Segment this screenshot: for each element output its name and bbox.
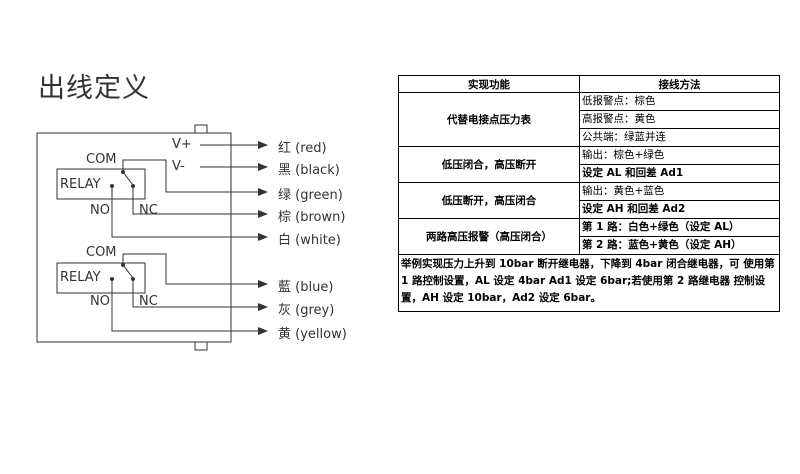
vminus-label: V- [172,159,185,174]
wire-label-green: 绿 (green) [278,188,343,203]
row-function: 低压断开，高压闭合 [398,182,580,219]
header-function: 实现功能 [398,75,580,93]
table-note: 举例实现压力上升到 10bar 断开继电器，下降到 4bar 闭合继电器，可 使… [398,254,780,312]
wire-label-white: 白 (white) [278,233,341,248]
wire-label-brown: 棕 (brown) [278,210,346,225]
relay2-relay-label: RELAY [60,270,101,285]
table-row: 低压闭合，高压断开 输出：棕色+绿色 [398,146,780,183]
row-method: 设定 AH 和回差 Ad2 [579,200,780,219]
table-row: 代替电接点压力表 低报警点：棕色 [398,92,780,147]
relay2-no-label: NO [90,294,110,309]
row-method: 第 2 路：蓝色+黄色（设定 AH） [579,236,780,255]
housing-tab-top [194,124,208,134]
wire-label-grey: 灰 (grey) [278,303,335,318]
table-header-row: 实现功能 接线方法 [398,75,780,93]
diagram-title: 出线定义 [38,73,150,104]
relay1-no-label: NO [90,203,110,218]
vplus-label: V+ [172,137,192,152]
row-method: 第 1 路：白色+绿色（设定 AL） [579,218,780,237]
row-method: 公共端：绿蓝并连 [579,128,780,147]
wiring-function-table: 实现功能 接线方法 代替电接点压力表 低报警点：棕色 高报警点：黄色 公共端：绿… [398,75,780,312]
row-method: 设定 AL 和回差 Ad1 [579,164,780,183]
relay1-relay-label: RELAY [60,177,101,192]
table-row: 第 2 路：蓝色+黄色（设定 AH） [399,236,780,255]
relay1-com-label: COM [86,152,117,167]
wire-label-red: 红 (red) [278,141,327,156]
wire-label-black: 黑 (black) [278,163,340,178]
row-method: 高报警点：黄色 [579,110,780,129]
table-note-row: 举例实现压力上升到 10bar 断开继电器，下降到 4bar 闭合继电器，可 使… [398,254,780,312]
relay2-box [56,262,146,294]
relay2-com-label: COM [86,245,117,260]
relay1-box [56,168,146,200]
header-method: 接线方法 [579,75,780,93]
relay1-nc-label: NC [139,203,158,218]
row-method: 输出：棕色+绿色 [579,146,780,165]
wire-label-blue: 藍 (blue) [278,280,334,295]
row-function: 代替电接点压力表 [398,92,580,147]
row-function: 两路高压报警（高压闭合） [398,218,580,255]
housing-tab-bottom [194,341,208,351]
row-method: 输出：黄色+蓝色 [579,182,780,201]
wire-label-yellow: 黄 (yellow) [278,327,347,342]
relay2-nc-label: NC [139,294,158,309]
row-method: 低报警点：棕色 [579,92,780,111]
row-function: 低压闭合，高压断开 [398,146,580,183]
table-row: 两路高压报警（高压闭合） 第 1 路：白色+绿色（设定 AL） [398,218,780,255]
table-row: 低压断开，高压闭合 输出：黄色+蓝色 [398,182,780,219]
